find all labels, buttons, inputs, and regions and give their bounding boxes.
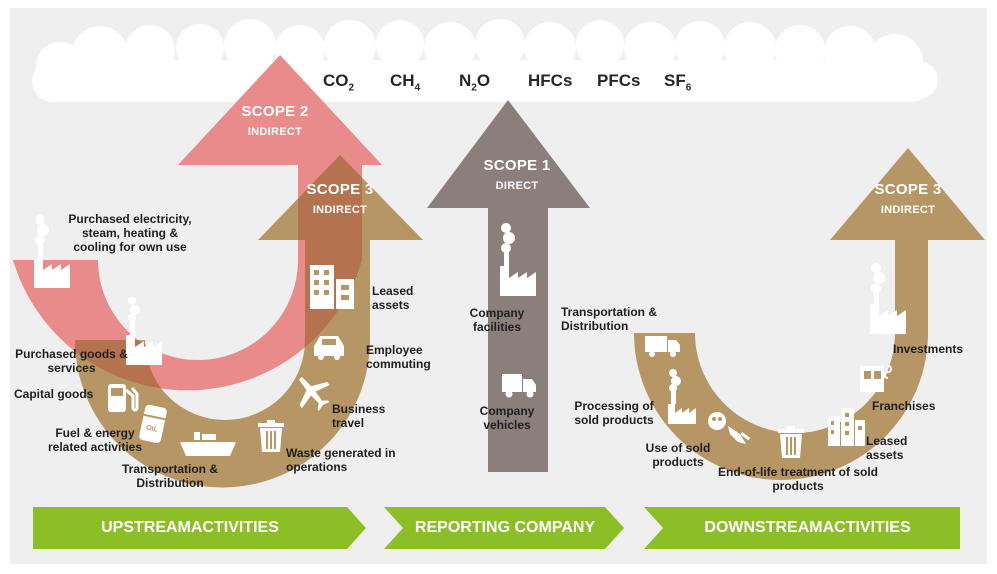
scope3-upstream-subtitle: INDIRECT [312,204,368,216]
reporting-band-label: REPORTING COMPANY [414,519,596,536]
label-purchased-electricity: Purchased electricity, steam, heating & … [68,212,192,254]
gas-subscript: 2 [348,82,355,94]
trash-icon [778,426,804,458]
truck-icon [502,374,536,398]
label-end-of-life: End-of-life treatment of sold products [718,465,878,493]
plane-icon [298,376,330,412]
gas-subscript: 4 [414,82,421,94]
car-icon [314,336,344,360]
scope3-downstream-arrow [634,148,985,480]
label-fuel-energy: Fuel & energy related activities [47,426,143,454]
label-capital-goods: Capital goods [14,387,94,401]
label-franchises: Franchises [872,399,936,413]
scope3-downstream-subtitle: INDIRECT [880,204,936,216]
gas-formula: CH4 [390,71,420,93]
label-purchased-goods: Purchased goods & services [15,347,128,375]
truck-icon [645,336,680,357]
gas-formula: HFCs [528,71,572,91]
scope-overlap [75,155,423,488]
downstream-band [644,507,960,549]
factory-icon [34,215,70,288]
building-icon [310,265,354,309]
label-employee-commuting: Employee commuting [366,343,431,371]
trash-icon [258,420,284,452]
label-processing: Processing of sold products [574,399,654,427]
label-transportation-downstream: Transportation & Distribution [561,305,658,333]
gas-base: N [459,71,472,90]
upstream-band [33,507,366,549]
oil-barrel-icon: OIL [139,404,167,444]
scope2-arrow [13,55,382,391]
gas-base: CH [390,71,415,90]
scope2-title: SCOPE 2 [241,103,309,120]
label-company-facilities: Company facilities [469,306,525,334]
scope2-subtitle: INDIRECT [247,126,303,138]
gas-subscript: 2 [471,82,477,94]
plug-icon [708,412,751,444]
gas-tail: O [476,71,491,90]
storefront-icon [860,365,892,392]
reporting-band [384,507,624,549]
oil-label: OIL [145,425,159,434]
gas-subscript: 6 [685,82,692,94]
label-waste: Waste generated in operations [286,446,396,474]
scope3-upstream-title: SCOPE 3 [306,181,374,198]
label-transportation-upstream: Transportation & Distribution [121,462,218,490]
label-company-vehicles: Company vehicles [479,404,535,432]
gas-base: SF [664,71,686,90]
factory-icon [870,263,906,334]
gas-formula: CO2 [323,71,354,93]
fuel-pump-icon [108,384,139,412]
downstream-band-label: DOWNSTREAMACTIVITIES [704,519,911,536]
ship-icon [180,432,236,456]
label-leased-assets-downstream: Leased assets [866,434,908,462]
scope1-title: SCOPE 1 [483,157,551,174]
factory-icon [500,223,536,296]
scope1-subtitle: DIRECT [495,180,539,192]
gas-base: CO [323,71,349,90]
gas-formula: N2O [459,71,490,93]
gas-base: HFCs [528,71,573,90]
label-business-travel: Business travel [332,402,386,430]
gas-base: PFCs [597,71,641,90]
factory-icon [668,369,696,424]
gas-formula: SF6 [664,71,691,93]
label-use-of-sold-products: Use of sold products [645,441,711,469]
upstream-band-label: UPSTREAMACTIVITIES [101,519,279,536]
factory-icon [126,297,162,365]
building-icon [828,408,865,446]
gas-formula: PFCs [597,71,640,91]
scope3-downstream-title: SCOPE 3 [874,181,942,198]
label-investments: Investments [893,342,964,356]
label-leased-assets-upstream: Leased assets [372,284,414,312]
